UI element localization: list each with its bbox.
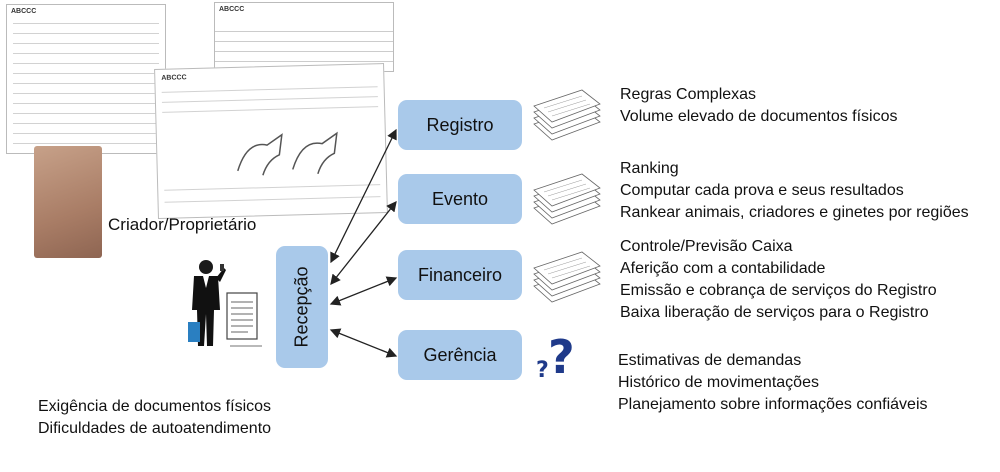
registro-note: Volume elevado de documentos físicos [620,108,898,125]
arrow-recepcao-gerencia [329,328,398,358]
gerencia-box: Gerência [398,330,522,380]
gerencia-note: Planejamento sobre informações confiávei… [618,396,928,413]
gerencia-notes: Estimativas de demandas Histórico de mov… [618,350,928,416]
question-mark-icon: ? [536,358,549,383]
evento-notes: Ranking Computar cada prova e seus resul… [620,158,969,224]
evento-note: Computar cada prova e seus resultados [620,182,904,199]
scanned-document-results-table: ABCCC [214,2,394,72]
bottom-left-notes: Exigência de documentos físicos Dificuld… [38,396,271,440]
businessman-on-phone-icon [188,260,226,346]
envelope-image [34,146,102,258]
financeiro-note: Baixa liberação de serviços para o Regis… [620,304,929,321]
bottom-left-note: Exigência de documentos físicos [38,398,272,415]
financeiro-box: Financeiro [398,250,522,300]
financeiro-note: Controle/Previsão Caixa [620,238,793,255]
evento-box: Evento [398,174,522,224]
gerencia-note: Histórico de movimentações [618,374,819,391]
arrow-recepcao-financeiro [329,276,398,306]
financeiro-notes: Controle/Previsão Caixa Aferição com a c… [620,236,937,324]
question-mark-icon: ? [548,330,575,384]
evento-label: Evento [431,188,489,209]
registro-notes: Regras Complexas Volume elevado de docum… [620,84,898,128]
evento-note: Rankear animais, criadores e ginetes por… [620,204,969,221]
financeiro-label: Financeiro [417,264,503,285]
document-logo: ABCCC [219,6,245,13]
gerencia-label: Gerência [423,344,497,365]
bottom-left-note: Dificuldades de autoatendimento [38,420,272,437]
document-stack-icon [533,173,601,225]
document-logo: ABCCC [11,8,37,15]
scanned-document-classification: ABCCC [6,4,166,154]
paper-form-icon [226,292,262,347]
creator-label: Criador/Proprietário [108,215,257,234]
registro-note: Regras Complexas [620,86,757,103]
document-stack-icon [533,89,601,141]
document-stack-icon [533,251,601,303]
registro-box: Registro [398,100,522,150]
registro-label: Registro [426,114,494,135]
financeiro-note: Emissão e cobrança de serviços do Regist… [620,282,937,299]
gerencia-note: Estimativas de demandas [618,352,802,369]
financeiro-note: Aferição com a contabilidade [620,260,826,277]
evento-note: Ranking [620,160,679,177]
arrow-recepcao-evento [330,200,397,286]
recepcao-box: Recepção [276,246,328,368]
